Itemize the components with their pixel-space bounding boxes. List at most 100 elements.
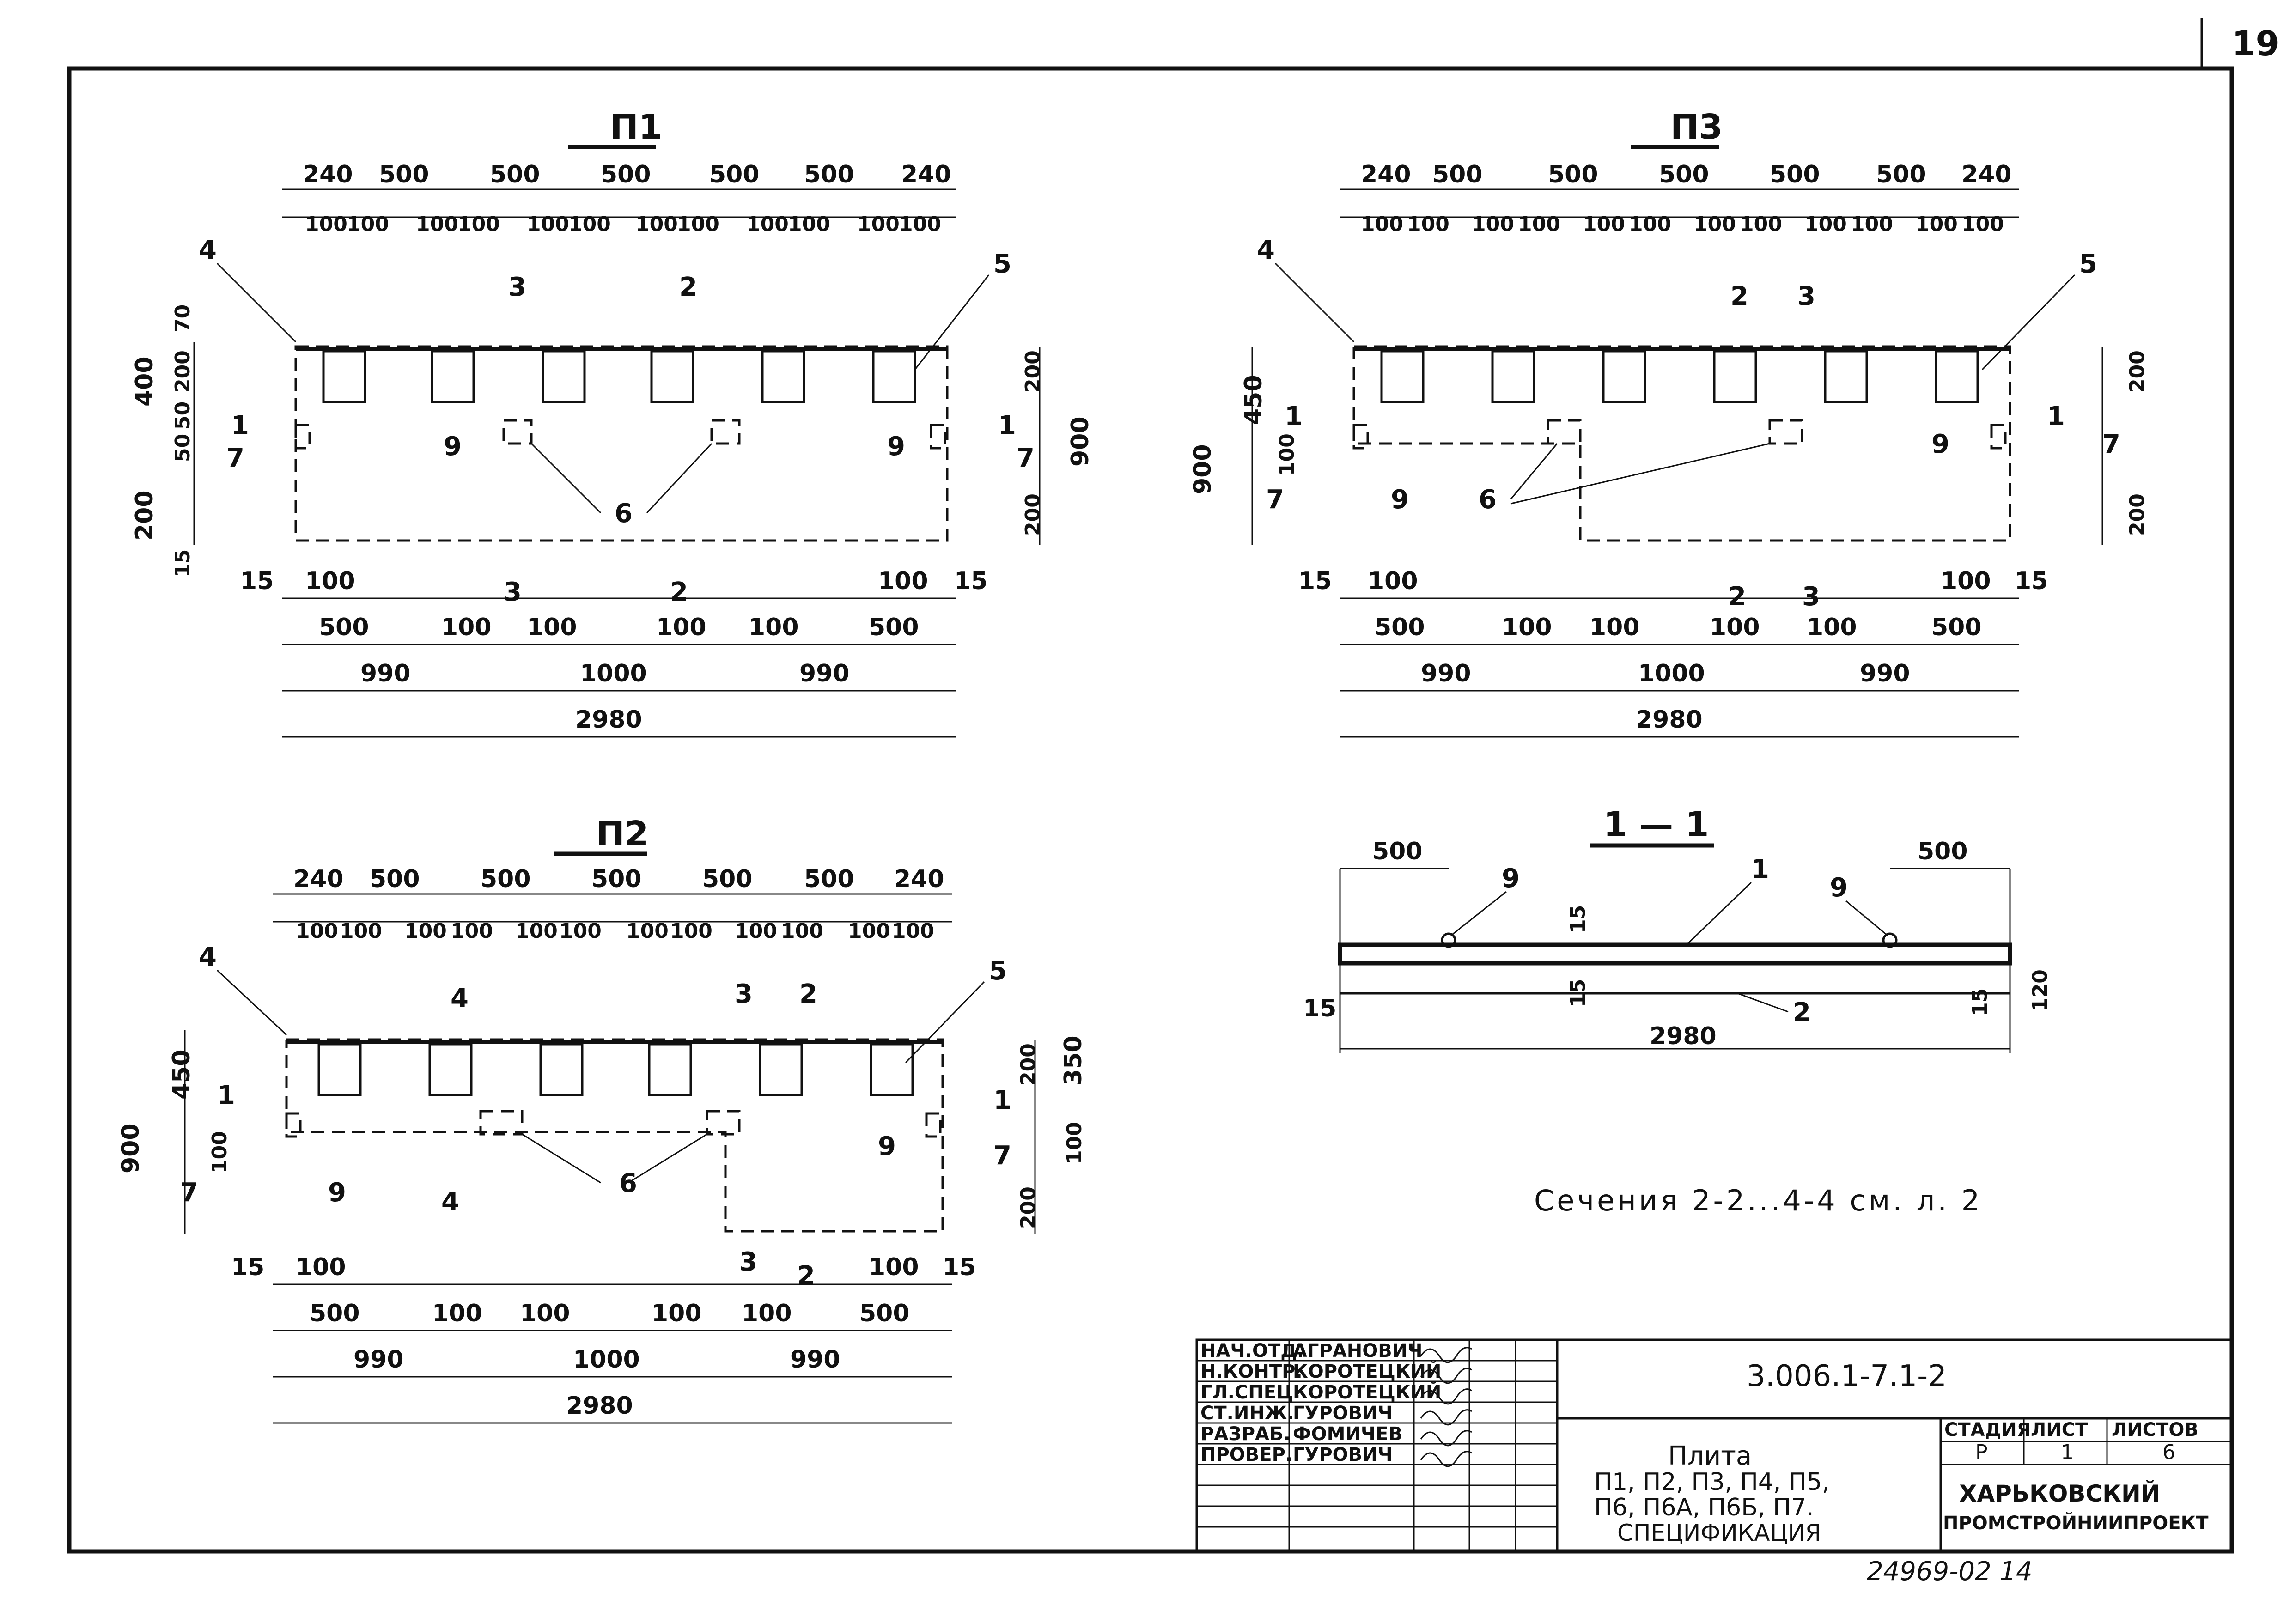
plan-p2-callouts: 4 5 7 7 9 9 6 4 3 2 1 1 4 3 2 [180, 942, 1011, 1291]
dim-label: 100 [1407, 213, 1449, 236]
dim-label: 500 [310, 1300, 360, 1327]
dim-label: 100 [781, 919, 823, 943]
dim-label: 100 [441, 614, 492, 641]
dim-label: 100 [848, 919, 890, 943]
plan-p2-slab-outline [285, 1038, 944, 1233]
description-line: П6, П6А, П6Б, П7. [1594, 1494, 1814, 1521]
plan-p1-top-dims: 240 500 500 500 500 500 240 [303, 161, 951, 188]
dim-label: 240 [1361, 161, 1411, 188]
dim-label: 100 [208, 1131, 231, 1173]
plan-p3-ribs [1380, 350, 1979, 403]
dim-label: 500 [591, 865, 642, 893]
dim-label: 100 [1710, 614, 1760, 641]
archive-number: 24969-02 14 [1867, 1556, 2033, 1587]
plan-p2-top-dims: 240 500 500 500 500 500 240 [293, 865, 944, 893]
plan-p1-callouts: 4 5 7 7 9 9 6 3 2 1 1 3 2 [199, 235, 1035, 607]
callout: 9 [887, 432, 905, 462]
dim-label: 100 [296, 919, 338, 943]
dim-label: 990 [1860, 660, 1910, 687]
dim-label: 15 [2015, 567, 2048, 595]
dim-label: 200 [2125, 493, 2149, 536]
dim-label: 500 [601, 161, 651, 188]
callout: 4 [1257, 235, 1275, 265]
dim-label: 500 [1876, 161, 1926, 188]
description-line: Плита [1668, 1441, 1752, 1471]
plan-p1-right-dims: 200 900 200 [1021, 350, 1094, 536]
dim-label: 100 [1693, 213, 1736, 236]
dim-label: 500 [319, 614, 369, 641]
dim-label: 900 [117, 1123, 145, 1173]
dim-label: 240 [293, 865, 344, 893]
callout: 6 [1479, 485, 1497, 515]
dim-label: 2980 [575, 706, 642, 734]
plan-p2-embeds [285, 1110, 942, 1138]
plan-p1-title: П1 [610, 107, 662, 147]
section-mark: 1 [217, 1081, 235, 1111]
section-mark: 3 [1797, 281, 1815, 311]
sheet-number: 19 [2232, 24, 2279, 64]
dim-label: 500 [370, 865, 420, 893]
section-mark: 1 [993, 1085, 1011, 1115]
dim-label: 100 [520, 1300, 570, 1327]
callout: 6 [619, 1168, 637, 1198]
plan-p3-left-dims: 450 900 100 [1189, 375, 1299, 494]
title-block-frame [1195, 1338, 2233, 1553]
section-mark: 2 [1730, 281, 1748, 311]
section-mark: 3 [739, 1247, 757, 1277]
callout: 5 [993, 249, 1011, 279]
dim-label: 450 [1240, 375, 1267, 425]
callout: 1 [1751, 854, 1769, 884]
section-mark: 4 [451, 984, 469, 1014]
dim-label: 500 [1432, 161, 1483, 188]
dim-label: 100 [305, 567, 355, 595]
dim-label: 100 [742, 1300, 792, 1327]
callout: 5 [989, 956, 1007, 986]
plan-p2-title: П2 [596, 814, 648, 854]
dim-label: 100 [788, 213, 830, 236]
plan-p3-rib-dims: 100 100 100 100 100 100 100 100 100 100 … [1361, 213, 2004, 236]
dim-label: 100 [559, 919, 602, 943]
plan-p3-top-dims: 240 500 500 500 500 500 240 [1361, 161, 2012, 188]
section-mark: 2 [670, 577, 688, 607]
dim-label: 240 [894, 865, 944, 893]
dim-label: 100 [1961, 213, 2004, 236]
dim-label: 100 [340, 919, 382, 943]
value-sheet: 1 [2061, 1441, 2074, 1464]
dim-label: 990 [799, 660, 850, 687]
section-hook-right [1882, 932, 1898, 948]
dim-label: 100 [1368, 567, 1418, 595]
dim-label: 100 [670, 919, 713, 943]
plan-p1-slab-outline [294, 345, 949, 542]
dim-label: 100 [1629, 213, 1671, 236]
dim-label: 100 [404, 919, 447, 943]
plan-p3-embeds [1352, 419, 2007, 450]
role-label: НАЧ.ОТД. [1200, 1340, 1304, 1362]
dim-label: 500 [804, 161, 854, 188]
plan-p3-slab-outline [1352, 345, 2011, 542]
dim-label: 15 [231, 1253, 264, 1281]
section-mark: 2 [797, 1261, 815, 1291]
dim-label: 100 [1590, 614, 1640, 641]
title-block: НАЧ.ОТД. АГРАНОВИЧ Н.КОНТР. КОРОТЕЦКИЙ Г… [1195, 1338, 2233, 1553]
dim-label: 200 [171, 350, 195, 393]
section-mark: 3 [1802, 582, 1820, 612]
dim-label: 500 [804, 865, 854, 893]
callout: 9 [444, 432, 462, 462]
dim-label: 350 [1060, 1035, 1087, 1086]
dim-label: 400 [131, 356, 158, 407]
callout: 7 [226, 443, 244, 473]
plan-p3-callouts: 4 5 7 7 9 9 6 2 3 1 1 2 3 [1257, 235, 2120, 612]
callout: 2 [1793, 997, 1811, 1027]
dim-label: 100 [656, 614, 706, 641]
document-code: 3.006.1-7.1-2 [1747, 1359, 1947, 1393]
role-name: ГУРОВИЧ [1293, 1444, 1393, 1465]
dim-label: 100 [857, 213, 900, 236]
role-label: Н.КОНТР. [1200, 1361, 1303, 1382]
callout: 6 [615, 499, 633, 529]
dim-label: 500 [1372, 838, 1423, 865]
dim-label: 500 [702, 865, 753, 893]
dim-label: 100 [899, 213, 941, 236]
callout: 4 [199, 235, 217, 265]
dim-label: 500 [481, 865, 531, 893]
plan-p1-embeds [294, 419, 946, 450]
